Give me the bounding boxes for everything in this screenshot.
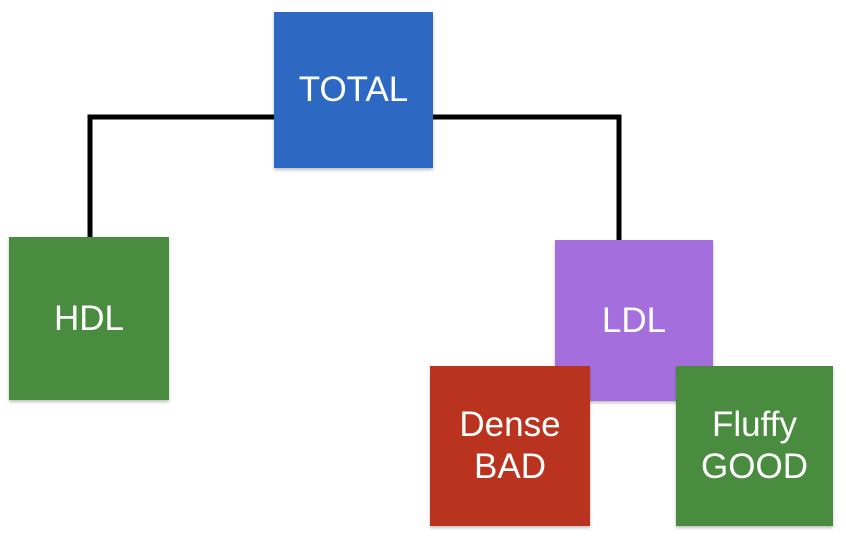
edge-total-ldl (433, 114, 622, 240)
node-dense-label: Dense BAD (459, 405, 561, 486)
node-hdl: HDL (9, 237, 169, 400)
edge-total-hdl (87, 114, 274, 237)
node-fluffy-label: Fluffy GOOD (701, 405, 808, 486)
node-fluffy-good: Fluffy GOOD (676, 366, 833, 526)
node-total-label: TOTAL (298, 70, 409, 109)
node-dense-bad: Dense BAD (430, 366, 590, 526)
node-hdl-label: HDL (53, 298, 125, 338)
node-total: TOTAL (274, 12, 433, 168)
node-ldl-label: LDL (601, 300, 667, 340)
